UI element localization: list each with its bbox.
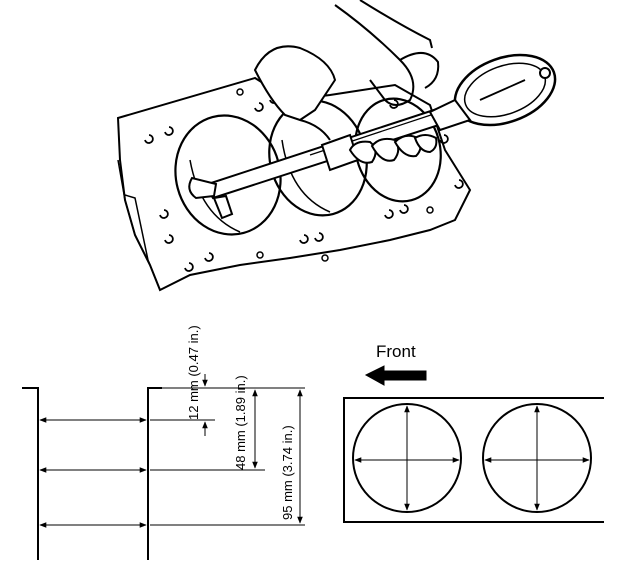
technician-hands-illustration bbox=[253, 0, 440, 164]
left-hand bbox=[253, 45, 337, 122]
bore-cross-section bbox=[22, 374, 305, 560]
dimension-label-95mm: 95 mm (3.74 in.) bbox=[280, 425, 295, 520]
cylinder-top-view bbox=[343, 397, 604, 523]
bore-gauge-tool bbox=[188, 53, 557, 220]
right-hand bbox=[334, 4, 415, 106]
right-bore-wall bbox=[147, 387, 162, 560]
top-view-frame bbox=[343, 397, 604, 523]
front-label: Front bbox=[376, 342, 416, 361]
top-view-bore-2 bbox=[482, 403, 592, 513]
left-bore-wall bbox=[22, 387, 39, 560]
dimension-label-12mm: 12 mm (0.47 in.) bbox=[186, 325, 201, 420]
front-arrow-icon bbox=[364, 365, 427, 386]
top-view-bore-1 bbox=[352, 403, 462, 513]
dimension-label-48mm: 48 mm (1.89 in.) bbox=[233, 375, 248, 470]
bore-gauge-head bbox=[188, 176, 218, 200]
